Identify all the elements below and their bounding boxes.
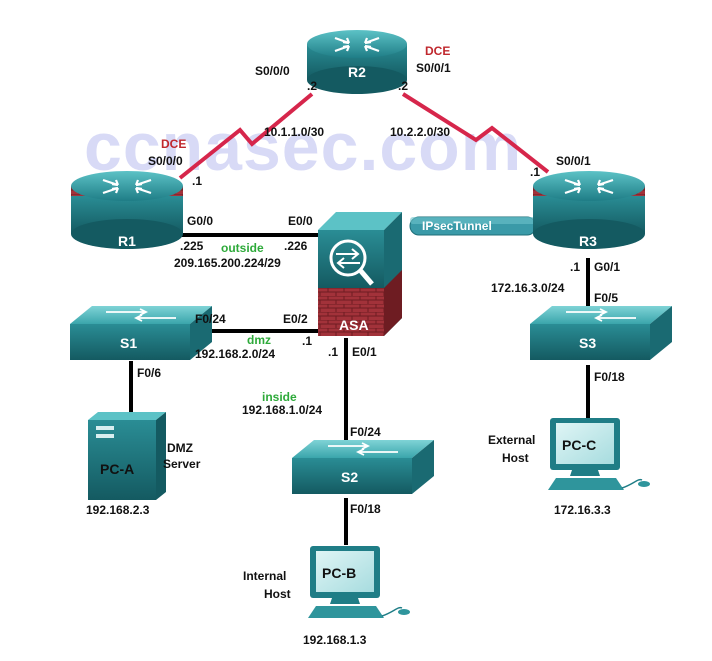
pcb-role-line1: Internal [243,569,286,583]
r1-s000-label: S0/0/0 [148,154,183,168]
asa-name: ASA [339,317,369,333]
r2-s001-label: S0/0/1 [416,61,451,75]
r3-g01-ip: .1 [570,260,580,274]
dmz-zone-label: dmz [247,333,271,347]
pca-role-line1: DMZ [167,441,193,455]
s2-f018-label: F0/18 [350,502,381,516]
asa-e01-label: E0/1 [352,345,377,359]
pcb-name: PC-B [322,565,356,581]
r2-dce-label: DCE [425,44,450,58]
asa-e00-label: E0/0 [288,214,313,228]
s1-f024-label: F0/24 [195,312,226,326]
s2-f024-label: F0/24 [350,425,381,439]
router-arrows-icon [564,178,614,195]
net-r2-r3-label: 10.2.2.0/30 [390,125,450,139]
outside-zone-label: outside [221,241,264,255]
switch-arrows-icon [566,308,636,322]
r1-g00-label: G0/0 [187,214,213,228]
r3-s001-label: S0/0/1 [556,154,591,168]
pca-name: PC-A [100,461,134,477]
pcb-ip: 192.168.1.3 [303,633,367,647]
r3-s001-ip: .1 [530,165,540,179]
pc-pcc[interactable]: PC-C [548,418,650,490]
net-r1-r2-label: 10.1.1.0/30 [264,125,324,139]
r3-g01-label: G0/1 [594,260,620,274]
asa-e02-ip: .1 [302,334,312,348]
r3-name: R3 [579,233,597,249]
r2-s001-ip: .2 [398,79,408,93]
pcc-ip: 172.16.3.3 [554,503,611,517]
tunnel-label: IPsecTunnel [422,219,492,233]
switch-s1[interactable]: S1 [70,306,212,360]
pcc-role-line2: Host [502,451,529,465]
switch-arrows-icon [106,308,176,322]
pcc-name: PC-C [562,437,596,453]
inside-network-label: 192.168.1.0/24 [242,403,322,417]
r2-s000-label: S0/0/0 [255,64,290,78]
ipsec-tunnel: IPsecTunnel [409,216,537,236]
router-arrows-icon [334,36,380,53]
serial-link-r2-r3 [401,92,550,174]
inside-zone-label: inside [262,390,297,404]
serial-link-r1-r2 [178,92,314,180]
s1-name: S1 [120,335,137,351]
pcb-role-line2: Host [264,587,291,601]
outside-network-label: 209.165.200.224/29 [174,256,281,270]
pc-pcb[interactable]: PC-B [308,546,410,618]
r2-s000-ip: .2 [307,79,317,93]
dmz-network-label: 192.168.2.0/24 [195,347,275,361]
asa-e02-label: E0/2 [283,312,308,326]
router-r1[interactable]: R1 [71,171,183,249]
r3-network-label: 172.16.3.0/24 [491,281,565,295]
pca-ip: 192.168.2.3 [86,503,150,517]
r1-dce-label: DCE [161,137,186,151]
s1-f06-label: F0/6 [137,366,161,380]
server-pca[interactable]: PC-A [88,412,166,500]
pca-role-line2: Server [163,457,201,471]
s3-name: S3 [579,335,596,351]
router-r3[interactable]: R3 [533,171,645,249]
router-r2[interactable]: R2 [307,30,407,94]
switch-s3[interactable]: S3 [530,306,672,360]
r2-name: R2 [348,64,366,80]
s3-f05-label: F0/5 [594,291,618,305]
s2-name: S2 [341,469,358,485]
switch-arrows-icon [328,442,398,456]
router-arrows-icon [102,178,152,195]
switch-s2[interactable]: S2 [292,440,434,494]
magnifier-icon [329,239,367,277]
asa-e01-ip: .1 [328,345,338,359]
r1-name: R1 [118,233,136,249]
firewall-asa[interactable]: ASA [318,212,402,336]
s3-f018-label: F0/18 [594,370,625,384]
asa-e00-ip: .226 [284,239,308,253]
r1-s000-ip: .1 [192,174,202,188]
r1-g00-ip: .225 [180,239,204,253]
pcc-role-line1: External [488,433,535,447]
